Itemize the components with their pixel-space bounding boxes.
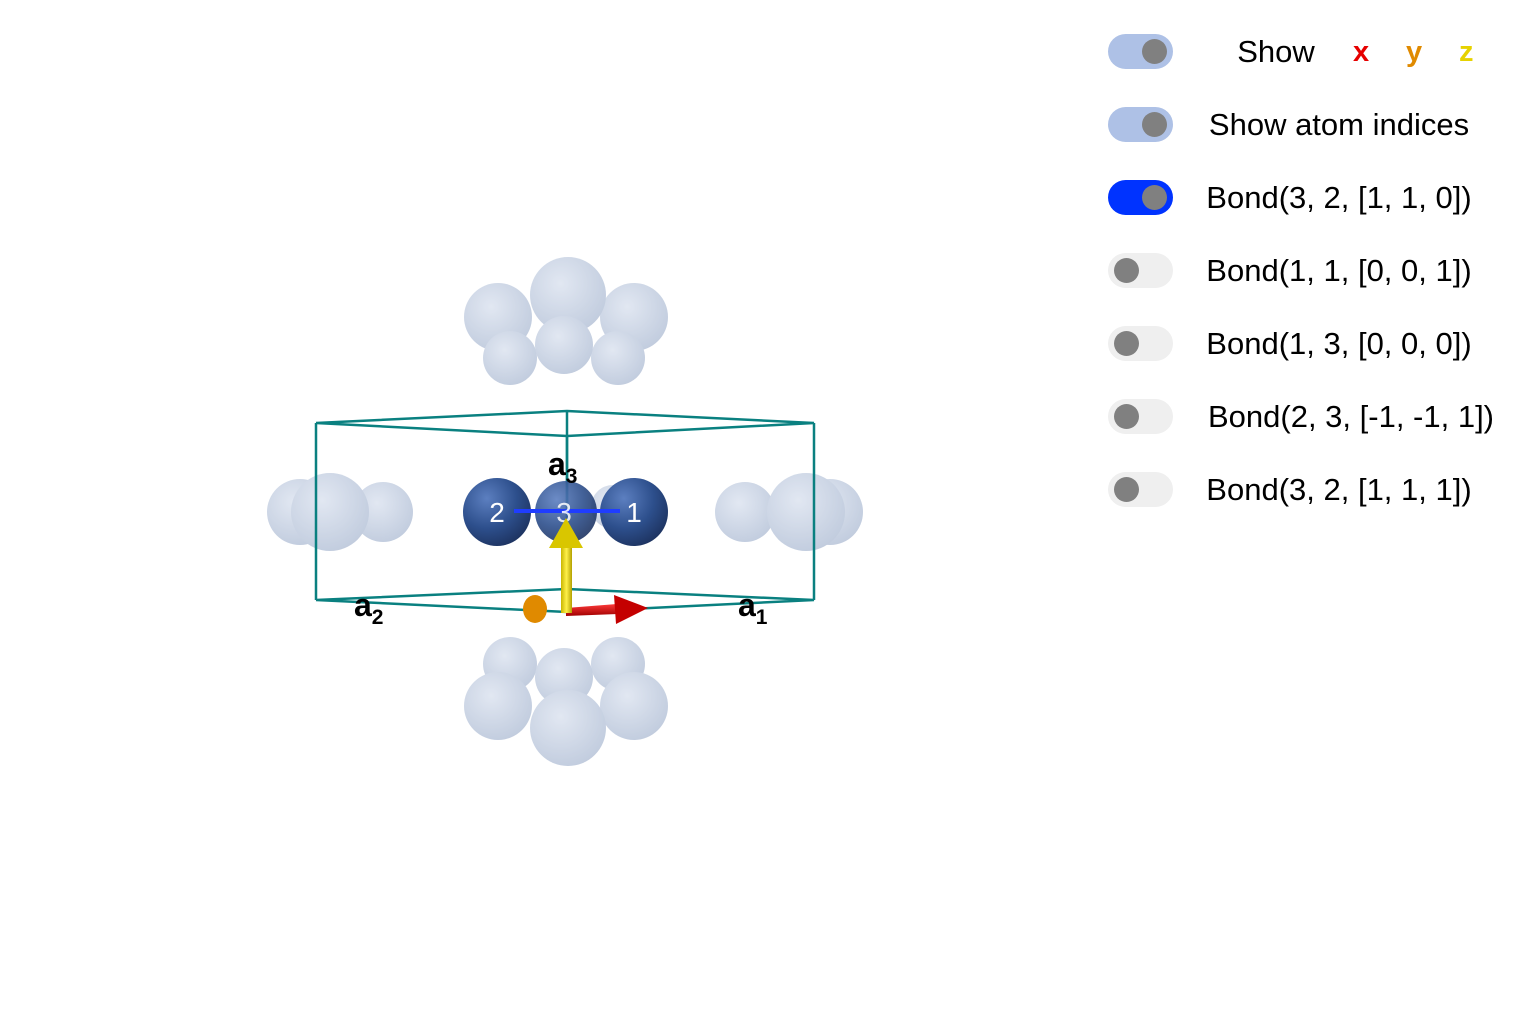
toggle-knob bbox=[1114, 477, 1139, 502]
toggle-knob bbox=[1142, 185, 1167, 210]
lattice-label-a2: a2 bbox=[354, 587, 383, 629]
atom-index-labels: 1 2 3 bbox=[489, 497, 642, 528]
bond-row-3: Bond(1, 3, [0, 0, 0]) bbox=[1108, 324, 1528, 364]
axis-legend-x: x bbox=[1353, 36, 1370, 68]
ghost-atom bbox=[353, 482, 413, 542]
ghost-atoms-top bbox=[464, 257, 668, 385]
show-axes-toggle[interactable] bbox=[1108, 34, 1173, 69]
bond-row-5: Bond(3, 2, [1, 1, 1]) bbox=[1108, 470, 1528, 510]
axis-legend-z: z bbox=[1459, 36, 1474, 68]
ghost-atom bbox=[600, 672, 668, 740]
bond-toggle-3[interactable] bbox=[1108, 326, 1173, 361]
toggle-knob bbox=[1142, 112, 1167, 137]
cell-top-face bbox=[315, 409, 815, 438]
atom-1[interactable] bbox=[600, 478, 668, 546]
bond-label-3: Bond(1, 3, [0, 0, 0]) bbox=[1206, 326, 1472, 361]
bond-row-1: Bond(3, 2, [1, 1, 0]) bbox=[1108, 178, 1528, 218]
ghost-atoms-left bbox=[267, 473, 413, 551]
bond-toggle-5[interactable] bbox=[1108, 472, 1173, 507]
ghost-atom bbox=[291, 473, 369, 551]
unit-cell bbox=[314, 409, 816, 614]
toggle-knob bbox=[1142, 39, 1167, 64]
bond-row-2: Bond(1, 1, [0, 0, 1]) bbox=[1108, 251, 1528, 291]
ghost-atom bbox=[530, 257, 606, 333]
show-axes-label: Show bbox=[1237, 34, 1315, 69]
ghost-atoms-right bbox=[715, 473, 863, 551]
ghost-atoms-bottom bbox=[464, 637, 668, 766]
bond-toggle-4[interactable] bbox=[1108, 399, 1173, 434]
toggle-knob bbox=[1114, 404, 1139, 429]
show-indices-row: Show atom indices bbox=[1108, 105, 1528, 145]
bond-toggle-2[interactable] bbox=[1108, 253, 1173, 288]
lattice-label-a3: a3 bbox=[548, 446, 577, 488]
show-indices-label: Show atom indices bbox=[1208, 107, 1470, 142]
bond-label-2: Bond(1, 1, [0, 0, 1]) bbox=[1206, 253, 1472, 288]
axis-z-arrow-shaft bbox=[561, 545, 572, 613]
ghost-atom bbox=[483, 331, 537, 385]
bond-label-4: Bond(2, 3, [-1, -1, 1]) bbox=[1207, 399, 1495, 434]
atom-2[interactable] bbox=[463, 478, 531, 546]
ghost-atom bbox=[535, 316, 593, 374]
axis-x-arrow-shaft bbox=[566, 604, 618, 616]
show-axes-row: Show x y z bbox=[1108, 32, 1528, 72]
lattice-label-a1: a1 bbox=[738, 587, 768, 629]
bond-row-4: Bond(2, 3, [-1, -1, 1]) bbox=[1108, 397, 1528, 437]
cartesian-axes bbox=[523, 518, 648, 624]
ghost-atom bbox=[767, 473, 845, 551]
atom-index-2: 2 bbox=[489, 497, 505, 528]
bond-label-5: Bond(3, 2, [1, 1, 1]) bbox=[1206, 472, 1472, 507]
atom-index-1: 1 bbox=[626, 497, 642, 528]
ghost-atom bbox=[464, 672, 532, 740]
bond-toggle-1[interactable] bbox=[1108, 180, 1173, 215]
atom-index-3: 3 bbox=[556, 497, 572, 528]
show-indices-toggle[interactable] bbox=[1108, 107, 1173, 142]
axis-y-arrow bbox=[523, 595, 547, 623]
bond-label-1: Bond(3, 2, [1, 1, 0]) bbox=[1206, 180, 1472, 215]
ghost-atom bbox=[530, 690, 606, 766]
axis-z-arrow-head bbox=[549, 518, 583, 548]
toggle-knob bbox=[1114, 258, 1139, 283]
axis-legend-y: y bbox=[1406, 36, 1423, 68]
axis-x-arrow-head bbox=[614, 595, 648, 624]
toggle-knob bbox=[1114, 331, 1139, 356]
ghost-atom bbox=[591, 331, 645, 385]
ghost-atom bbox=[715, 482, 775, 542]
lattice-vector-labels: a1 a2 a3 bbox=[354, 446, 768, 629]
